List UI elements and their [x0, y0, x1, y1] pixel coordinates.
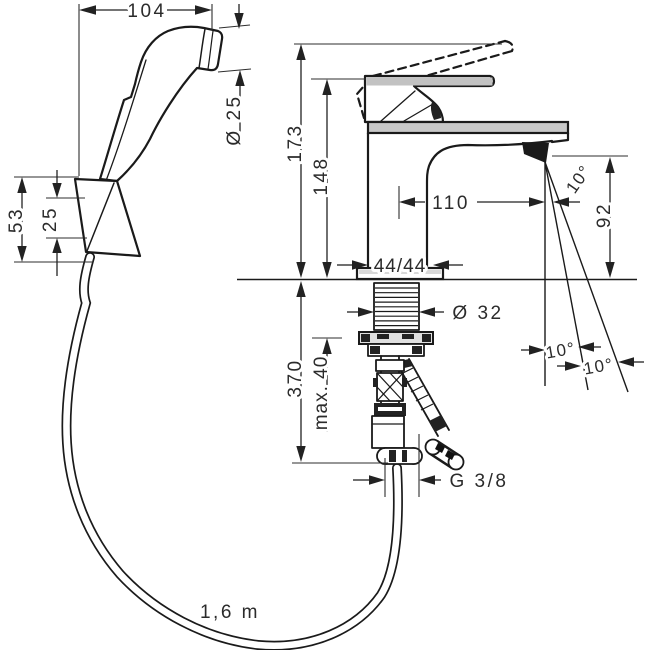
hand-spray: [98, 25, 224, 187]
dimension-lines: [21, 4, 644, 481]
spout-top-plate: [366, 120, 570, 135]
dim-angle-left: 10°: [544, 339, 577, 363]
mounting-nut: [367, 343, 425, 357]
shower-hose: [61, 252, 403, 650]
spray-face-inner-line: [207, 30, 214, 70]
dimension-labels: 104 Ø 25 53 25 173 148 110 92 10° 10° 10…: [3, 0, 618, 626]
dim-shank-diameter: Ø 32: [452, 303, 503, 324]
dim-angle-right: 10°: [582, 355, 615, 379]
dimension-arrowheads: [17, 5, 634, 485]
dim-hose-length: 1,6 m: [200, 602, 260, 623]
dim-handle-height: 148: [311, 156, 332, 195]
dim-head-diameter: Ø 25: [224, 94, 245, 145]
dim-total-height: 173: [285, 123, 306, 162]
base-plate-shade: [359, 270, 441, 274]
dim-base-footprint: 44/44: [374, 256, 427, 277]
dim-below-deck-length: 370: [285, 358, 306, 397]
spray-body: [98, 25, 224, 183]
dim-head-width: 104: [127, 1, 166, 22]
dim-max-deck-thickness: max. 40: [311, 356, 332, 431]
extension-lines: [14, 4, 628, 497]
dim-holder-height: 53: [6, 207, 27, 233]
lever-pivot: [430, 102, 441, 120]
supply-pipe-assembly: [371, 355, 423, 465]
mounting-shank: [358, 282, 434, 357]
dim-angle-spray: 10°: [562, 161, 595, 197]
spout-underside: [425, 139, 554, 270]
mixer-handle: [363, 74, 496, 124]
mixer-handle-bar-shade: [366, 77, 493, 86]
mixer-body: [355, 74, 570, 281]
wall-holder: [73, 177, 142, 258]
dim-outlet-height: 92: [594, 202, 615, 228]
spray-face-line: [198, 28, 206, 69]
spray-grip-seam: [103, 59, 147, 187]
spout-aerator: [522, 142, 549, 163]
dim-holder-inner: 25: [40, 206, 61, 232]
dim-spout-reach: 110: [432, 193, 470, 214]
valve-body: [371, 415, 405, 449]
mounting-flange: [358, 331, 434, 345]
dim-thread-size: G 3/8: [450, 471, 509, 492]
